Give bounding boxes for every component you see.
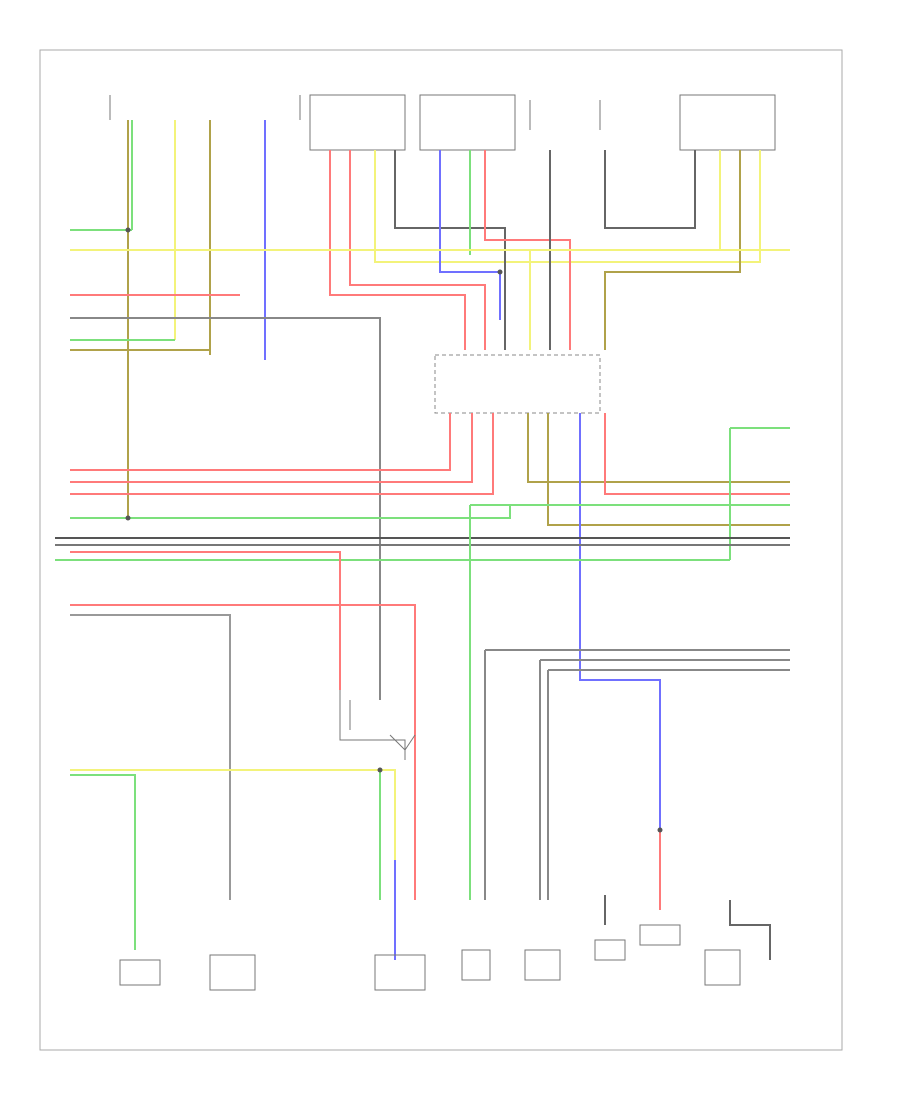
component-c4 [461, 949, 491, 981]
left-bus-lines [70, 229, 790, 700]
splice-points [125, 227, 663, 833]
component-c2 [209, 954, 256, 991]
switch-assembly [339, 690, 416, 760]
relay-wiring [329, 150, 761, 350]
top-relay-boxes [109, 94, 776, 151]
component-c8 [704, 949, 741, 986]
module-outputs [70, 413, 790, 830]
component-c7 [639, 924, 681, 946]
lower-wiring [70, 505, 790, 960]
fuse-feeds [127, 120, 266, 520]
center-control-module [434, 354, 601, 414]
component-c5 [524, 949, 561, 981]
bottom-components [119, 924, 741, 991]
component-c1 [119, 959, 161, 986]
component-c6 [594, 939, 626, 961]
component-c3 [374, 954, 426, 991]
diagram-frame [39, 49, 843, 1051]
ground-bus [55, 537, 790, 690]
